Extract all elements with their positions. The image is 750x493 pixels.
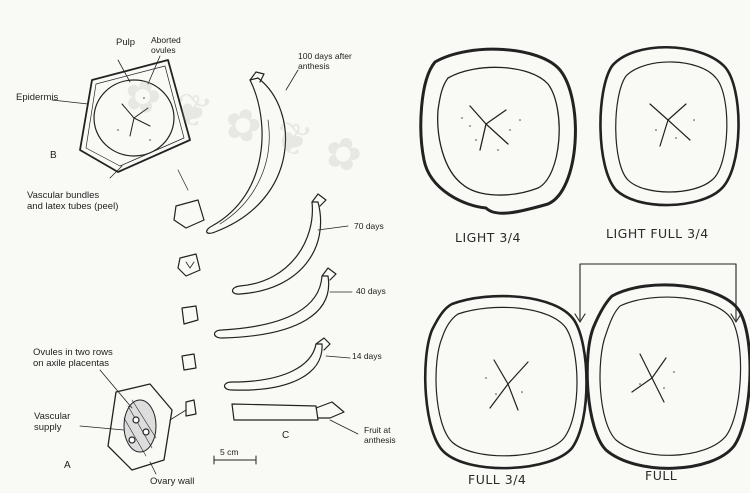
small-cross-sections (170, 200, 204, 420)
label-aborted-ovules: Aborted ovules (151, 36, 181, 55)
label-ovary-wall: Ovary wall (150, 476, 194, 487)
label-scale: 5 cm (220, 448, 238, 458)
stipple-dots (117, 97, 695, 395)
label-70-days: 70 days (354, 222, 384, 232)
label-a: A (64, 460, 71, 471)
label-b: B (50, 150, 57, 161)
caption-light-full-3-4: LIGHT FULL 3/4 (606, 226, 709, 241)
label-fruit-at-anthesis: Fruit at anthesis (364, 426, 396, 445)
label-vascular-bundles: Vascular bundles and latex tubes (peel) (27, 190, 118, 212)
label-c: C (282, 430, 289, 441)
caption-full-3-4: FULL 3/4 (468, 472, 526, 487)
section-full-3-4 (425, 296, 586, 468)
label-ovules-rows: Ovules in two rows on axile placentas (33, 347, 113, 369)
label-epidermis: Epidermis (16, 92, 58, 103)
section-light-full-3-4 (600, 47, 738, 205)
label-vascular-supply: Vascular supply (34, 411, 70, 433)
label-pulp: Pulp (116, 37, 135, 48)
caption-light-3-4: LIGHT 3/4 (455, 230, 521, 245)
section-light-3-4 (421, 49, 576, 213)
caption-full: FULL (645, 468, 677, 483)
label-40-days: 40 days (356, 287, 386, 297)
label-100-days: 100 days after anthesis (298, 52, 352, 71)
section-full (587, 285, 750, 468)
label-14-days: 14 days (352, 352, 382, 362)
ovary-section-a (80, 370, 172, 474)
